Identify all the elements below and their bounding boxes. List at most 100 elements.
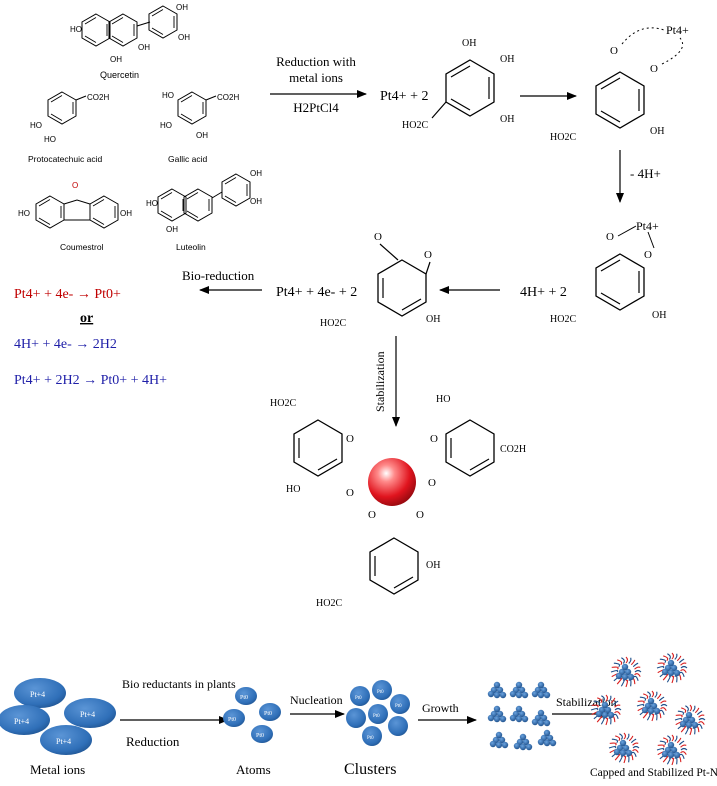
group-label: HO xyxy=(286,484,300,495)
pt-electrons-label: Pt4+ + 4e- + 2 xyxy=(276,285,357,300)
group-label: CO2H xyxy=(87,93,109,102)
atoms-group: Pt0 Pt0 Pt0 Pt0 Atoms xyxy=(223,687,281,777)
bio-reduction-label: Bio-reduction xyxy=(182,268,255,283)
pt-chelate-complex: O O Pt4+ OH HO2C xyxy=(550,219,666,325)
caption-capped-pt-nps: Capped and Stabilized Pt-NPs xyxy=(590,767,717,779)
group-label: O xyxy=(72,181,78,190)
reduction-equations: Pt4+ + 4e- → Pt0+ or 4H+ + 4e- → 2H2 Pt4… xyxy=(14,287,167,388)
group-label: HO xyxy=(146,199,158,208)
capped-particles xyxy=(590,652,706,766)
group-label: HO xyxy=(44,135,56,144)
ion-label: Pt+4 xyxy=(80,710,95,719)
group-label: OH xyxy=(426,560,440,571)
group-label: OH xyxy=(166,225,178,234)
group-label: OH xyxy=(250,169,262,178)
group-label: OH xyxy=(652,310,666,321)
compound-name-gallic: Gallic acid xyxy=(168,154,207,164)
metal-ion xyxy=(64,698,116,728)
group-label: OH xyxy=(196,131,208,140)
cluster-label: Pt0 xyxy=(395,704,402,709)
reduction-label-line2: metal ions xyxy=(289,70,343,85)
pt-plus-2-label: Pt4+ + 2 xyxy=(380,89,428,104)
equation-1: Pt4+ + 4e- → Pt0+ xyxy=(14,287,121,302)
group-label: OH xyxy=(462,38,476,49)
group-label: OH xyxy=(500,54,514,65)
group-label: HO xyxy=(436,394,450,405)
group-label: O xyxy=(374,231,382,243)
stabilization-label: Stabilization xyxy=(373,351,387,412)
group-label: CO2H xyxy=(500,444,526,455)
quinone-structure: Pt4+ + 4e- + 2 O O OH HO2C xyxy=(276,231,440,329)
pt-plus-gallic: Pt4+ + 2 OH OH OH HO2C xyxy=(380,38,514,131)
atom-label: Pt0 xyxy=(240,695,248,701)
group-label: O xyxy=(346,433,354,445)
compound-name-coumestrol: Coumestrol xyxy=(60,242,104,252)
group-label: O xyxy=(428,477,436,489)
group-label: OH xyxy=(110,55,122,64)
ion-label: Pt+4 xyxy=(14,717,29,726)
group-label: OH xyxy=(500,114,514,125)
arrow1-top-label: Bio reductants in plants xyxy=(122,677,236,691)
metal-ion xyxy=(14,678,66,708)
arrow4-label: Stabilization xyxy=(556,695,617,709)
group-label: HO2C xyxy=(550,132,576,143)
atom xyxy=(251,725,273,743)
arrow-bio-reductants: Bio reductants in plants Reduction xyxy=(120,677,236,749)
group-label: O xyxy=(424,249,432,261)
group-label: OH xyxy=(120,209,132,218)
group-label: CO2H xyxy=(217,93,239,102)
compound-protocatechuic-acid: CO2H HO HO Protocatechuic acid xyxy=(28,91,109,164)
pt4-label: Pt4+ xyxy=(636,219,659,233)
group-label: O xyxy=(650,63,658,75)
group-label: HO xyxy=(70,25,82,34)
group-label: HO xyxy=(18,209,30,218)
cluster-label: Pt0 xyxy=(367,736,374,741)
group-label: HO2C xyxy=(320,318,346,329)
capping-quinone-right: HO CO2H O O xyxy=(428,394,526,489)
group-label: OH xyxy=(138,43,150,52)
group-label: O xyxy=(610,45,618,57)
reduction-label-line1: Reduction with xyxy=(276,54,356,69)
atom-label: Pt0 xyxy=(256,733,264,739)
metal-ion xyxy=(40,725,92,755)
group-label: HO2C xyxy=(550,314,576,325)
group-label: O xyxy=(430,433,438,445)
group-label: O xyxy=(346,487,354,499)
caption-atoms: Atoms xyxy=(236,762,271,777)
pt4-label: Pt4+ xyxy=(666,23,689,37)
group-label: HO xyxy=(30,121,42,130)
ion-label: Pt+4 xyxy=(30,690,45,699)
caption-metal-ions: Metal ions xyxy=(30,762,85,777)
ion-label: Pt+4 xyxy=(56,737,71,746)
capping-quinone-bottom: O O OH HO2C xyxy=(316,509,440,609)
group-label: O xyxy=(368,509,376,521)
group-label: OH xyxy=(176,3,188,12)
cluster-label: Pt0 xyxy=(355,696,362,701)
equation-3: Pt4+ + 2H2 → Pt0+ + 4H+ xyxy=(14,373,167,388)
group-label: OH xyxy=(426,314,440,325)
compound-luteolin: HO OH OH OH Luteolin xyxy=(146,169,262,252)
compound-quercetin: HO OH OH OH OH Quercetin xyxy=(70,3,190,80)
reduction-step: Reduction with metal ions H2PtCl4 xyxy=(270,54,367,115)
capping-quinone-left: HO2C O O HO xyxy=(270,398,354,499)
group-label: O xyxy=(416,509,424,521)
deprotonation-label: - 4H+ xyxy=(630,166,661,181)
atom-label: Pt0 xyxy=(228,717,236,723)
atom xyxy=(235,687,257,705)
reagent-label: H2PtCl4 xyxy=(293,100,339,115)
metal-ion xyxy=(0,705,50,735)
group-label: HO xyxy=(162,91,174,100)
cluster-label: Pt0 xyxy=(373,714,380,719)
compound-name-quercetin: Quercetin xyxy=(100,70,139,80)
equation-2: 4H+ + 4e- → 2H2 xyxy=(14,337,117,352)
arrow2-label: Nucleation xyxy=(290,693,343,707)
pt-complex-top: O O OH HO2C Pt4+ xyxy=(550,23,689,143)
compound-coumestrol: HO OH O Coumestrol xyxy=(18,181,132,252)
group-label: HO2C xyxy=(402,120,428,131)
proton-release-label: 4H+ + 2 xyxy=(520,285,567,300)
group-label: O xyxy=(644,249,652,261)
caption-clusters: Clusters xyxy=(344,761,396,778)
arrow3-label: Growth xyxy=(422,701,459,715)
grown-particles xyxy=(487,681,557,751)
